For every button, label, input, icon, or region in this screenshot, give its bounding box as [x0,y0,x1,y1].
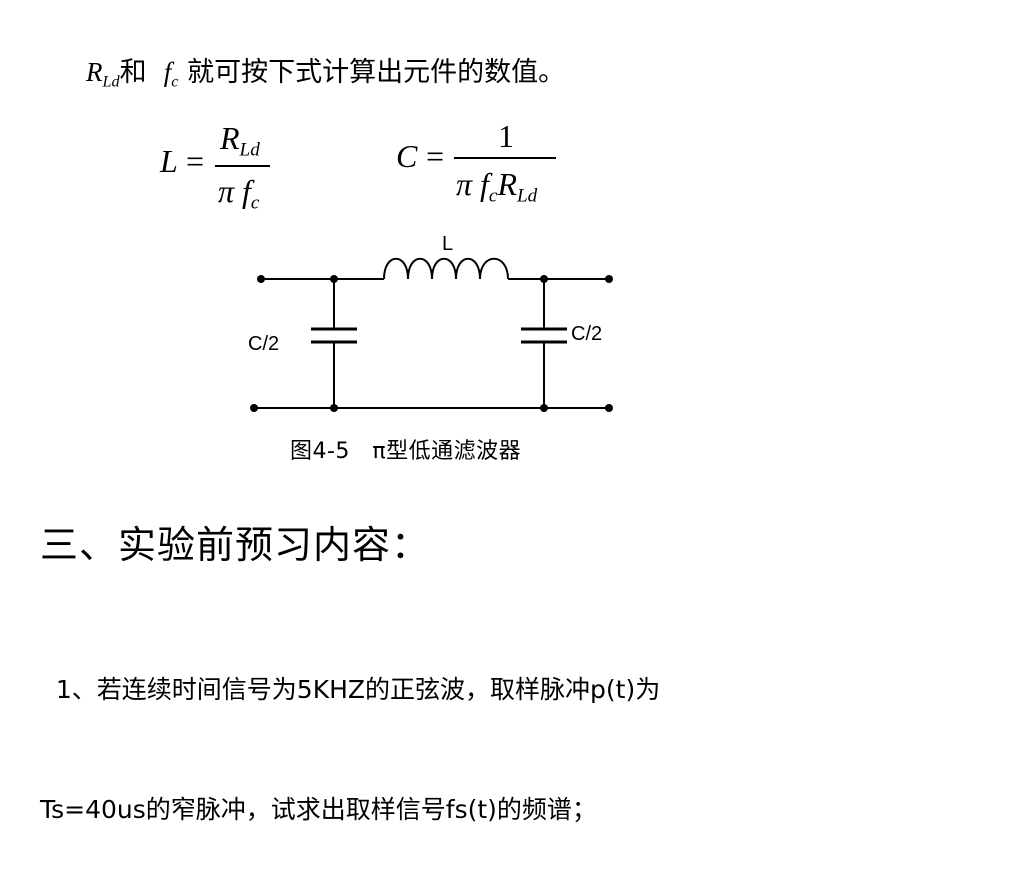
terminal-bottom-left [250,404,258,412]
intro-text: 就可按下式计算出元件的数值。 [187,57,566,88]
var-f-c: fc [163,57,179,91]
terminal-bottom-right [605,404,613,412]
right-cap-label: C/2 [571,323,602,345]
question-paragraph: 1、若连续时间信号为5KHZ的正弦波，取样脉冲p(t)为 Ts=40us的窄脉冲… [40,590,660,870]
formula-capacitance: C = 1 π fcRLd [396,118,566,218]
inductor-label: L [442,233,453,255]
formula-c-denominator: π fcRLd [456,166,538,207]
terminal-top-left [257,275,265,283]
section-heading: 三、实验前预习内容： [40,523,431,567]
inductor-coil [383,257,509,280]
formula-l-lhs: L [160,143,178,179]
terminal-top-right [605,275,613,283]
formula-l-fraction-bar [215,165,270,167]
pi-filter-circuit: L C/2 C/2 [248,233,613,412]
junction-top-left [330,275,338,283]
formula-c-lhs: C [396,138,418,174]
var-r-ld: RLd [86,57,120,91]
formula-l-numerator: RLd [220,120,260,161]
paragraph-line-1: 1、若连续时间信号为5KHZ的正弦波，取样脉冲p(t)为 [40,675,661,704]
junction-bottom-left [330,404,338,412]
formula-c-numerator: 1 [498,118,514,154]
figure-caption: 图4-5 π型低通滤波器 [290,439,522,464]
formula-inductance: L = RLd π fc [160,118,290,218]
formula-l-denominator: π fc [218,173,260,214]
formula-c-equals: = [426,138,445,174]
paragraph-line-2: Ts=40us的窄脉冲，试求出取样信号fs(t)的频谱； [40,795,597,824]
formula-c-fraction-bar [454,157,556,159]
left-cap-label: C/2 [248,333,279,355]
formula-l-equals: = [186,143,205,179]
junction-top-right [540,275,548,283]
intro-conj: 和 [119,57,147,88]
intro-line: RLd和 fc 就可按下式计算出元件的数值。 [86,50,565,104]
junction-bottom-right [540,404,548,412]
